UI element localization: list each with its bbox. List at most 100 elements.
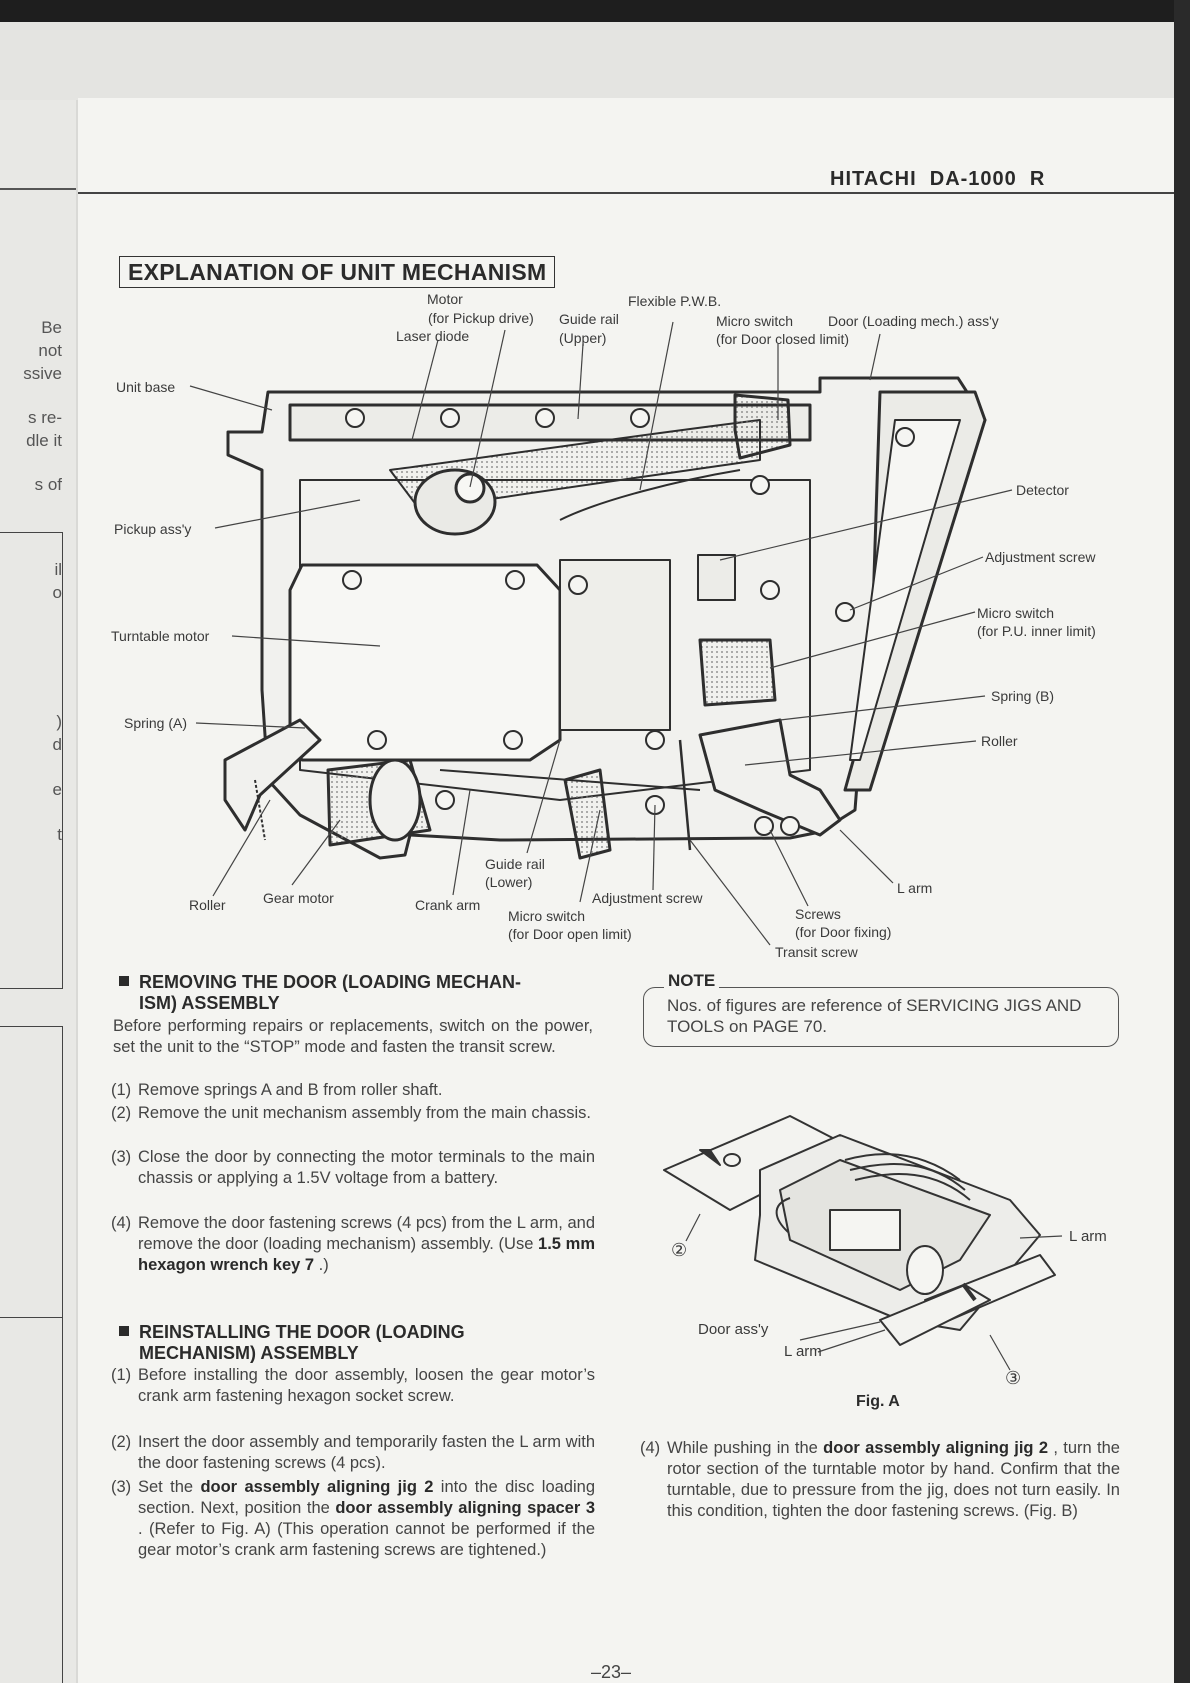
label-gear-motor: Gear motor: [263, 890, 334, 906]
prev-page-box: [0, 532, 63, 989]
step-number: (4): [111, 1214, 132, 1232]
page-header: HITACHI DA-1000 R: [830, 168, 1045, 191]
step-text-part: While pushing in the: [667, 1439, 824, 1457]
label-transit-screw: Transit screw: [775, 944, 858, 960]
step-number: (1): [111, 1366, 132, 1384]
label-adjustment-screw-bottom: Adjustment screw: [592, 890, 703, 906]
removing-heading-line2: ISM) ASSEMBLY: [139, 993, 280, 1013]
label-guide-rail-lower: Guide rail: [485, 856, 545, 872]
prev-page-text: s re-: [28, 408, 62, 427]
scanner-edge: [0, 0, 1190, 22]
model-name: DA-1000 R: [929, 168, 1046, 190]
label-micro-switch-door-open-sub: (for Door open limit): [508, 926, 632, 942]
label-micro-switch-pu-sub: (for P.U. inner limit): [977, 623, 1096, 639]
note-label: NOTE: [664, 971, 720, 991]
label-motor-sub: (for Pickup drive): [428, 310, 534, 326]
prev-page-text: s of: [34, 475, 62, 494]
label-adjustment-screw-right: Adjustment screw: [985, 549, 1096, 565]
step-text: Remove springs A and B from roller shaft…: [138, 1081, 443, 1099]
prev-page-text: ): [56, 712, 62, 731]
reinstalling-step-4: (4) While pushing in the door assembly a…: [640, 1438, 1120, 1522]
scanner-edge-right: [1174, 0, 1190, 1683]
step-text: Remove the door fastening screws (4 pcs)…: [138, 1213, 595, 1276]
prev-page-rule: [0, 188, 76, 190]
reinstalling-step: (3) Set the door assembly aligning jig 2…: [111, 1477, 595, 1561]
prev-page-text: Be: [41, 318, 62, 337]
label-screws-sub: (for Door fixing): [795, 924, 892, 940]
removing-step: (3) Close the door by connecting the mot…: [111, 1147, 595, 1189]
removing-step: (4) Remove the door fastening screws (4 …: [111, 1213, 595, 1276]
step-text-part: Remove the door fastening screws (4 pcs)…: [138, 1214, 596, 1253]
fig-a-caption: Fig. A: [856, 1393, 900, 1410]
reinstalling-heading-line1: REINSTALLING THE DOOR (LOADING: [139, 1322, 465, 1342]
note-box: [643, 987, 1119, 1047]
jig-reference: door assembly aligning jig 2: [823, 1439, 1049, 1457]
fig-a-label-l-arm-bottom: L arm: [784, 1343, 822, 1360]
label-spring-b: Spring (B): [991, 688, 1055, 704]
tool-reference: 1.5 mm hexagon wrench key 7: [138, 1235, 595, 1274]
note-text: Nos. of figures are reference of SERVICI…: [667, 996, 1082, 1036]
prev-page-box: [0, 1026, 63, 1318]
label-turntable-motor: Turntable motor: [111, 628, 210, 644]
label-micro-switch-door-open: Micro switch: [508, 908, 586, 924]
prev-page-text: dle it: [26, 431, 62, 450]
step-text-part: . (Refer to Fig. A) (This operation cann…: [138, 1520, 595, 1559]
label-screws: Screws: [795, 906, 841, 922]
step-number: (2): [111, 1433, 132, 1451]
label-roller-left: Roller: [189, 897, 226, 913]
section-title: EXPLANATION OF UNIT MECHANISM: [119, 256, 556, 288]
reinstalling-heading-line2: MECHANISM) ASSEMBLY: [139, 1343, 359, 1363]
manual-page: [78, 98, 1174, 1683]
step-text-part: into the disc loading section. Next, pos…: [138, 1478, 595, 1517]
label-micro-switch-door-closed: Micro switch: [716, 313, 794, 329]
jig-reference: door assembly aligning jig 2: [200, 1478, 434, 1496]
step-text: While pushing in the door assembly align…: [667, 1438, 1120, 1522]
removing-step: (1) Remove springs A and B from roller s…: [111, 1080, 595, 1101]
prev-page-text: e: [52, 780, 62, 799]
brand-name: HITACHI: [830, 168, 917, 190]
label-detector: Detector: [1016, 482, 1069, 498]
fig-a-label-door-assy: Door ass'y: [698, 1321, 769, 1338]
removing-heading-line1: REMOVING THE DOOR (LOADING MECHAN-: [139, 972, 521, 992]
removing-heading: REMOVING THE DOOR (LOADING MECHAN- ISM) …: [119, 972, 599, 1014]
page-number: –23–: [591, 1662, 632, 1682]
label-micro-switch-door-closed-sub: (for Door closed limit): [716, 331, 850, 347]
label-spring-a: Spring (A): [124, 715, 188, 731]
label-motor: Motor: [427, 291, 463, 307]
label-guide-rail-upper-sub: (Upper): [559, 330, 607, 346]
fig-a-circle-3: ③: [1005, 1368, 1022, 1388]
reinstalling-step: (2) Insert the door assembly and tempora…: [111, 1432, 595, 1474]
prev-page-text: d: [52, 735, 62, 754]
prev-page-text: il: [54, 560, 62, 579]
label-guide-rail-lower-sub: (Lower): [485, 874, 533, 890]
step-text: Before installing the door assembly, loo…: [138, 1366, 595, 1405]
prev-page-text: o: [52, 583, 62, 602]
label-micro-switch-pu: Micro switch: [977, 605, 1055, 621]
step-text-part: , turn the rotor section of the turntabl…: [667, 1439, 1120, 1520]
prev-page-text: not: [38, 341, 62, 360]
prev-page-text: t: [57, 825, 62, 844]
step-number: (1): [111, 1081, 132, 1099]
label-laser-diode: Laser diode: [396, 328, 470, 344]
label-l-arm: L arm: [897, 880, 933, 896]
step-text: Insert the door assembly and temporarily…: [138, 1433, 595, 1472]
label-flexible-pwb: Flexible P.W.B.: [628, 293, 722, 309]
step-text: Remove the unit mechanism assembly from …: [138, 1104, 592, 1122]
label-unit-base: Unit base: [116, 379, 176, 395]
label-guide-rail-upper: Guide rail: [559, 311, 619, 327]
fig-a-circle-2: ②: [671, 1240, 688, 1260]
label-roller-right: Roller: [981, 733, 1018, 749]
reinstalling-step: (1) Before installing the door assembly,…: [111, 1365, 595, 1407]
bullet-square: [119, 1326, 129, 1336]
scanner-margin: [0, 22, 1190, 100]
removing-step: (2) Remove the unit mechanism assembly f…: [111, 1103, 595, 1124]
label-crank-arm: Crank arm: [415, 897, 481, 913]
step-number: (3): [111, 1478, 132, 1496]
step-text: Close the door by connecting the motor t…: [138, 1148, 595, 1187]
removing-intro: Before performing repairs or replacement…: [113, 1017, 593, 1056]
step-text-part: .): [314, 1256, 329, 1274]
step-text-part: Set the: [138, 1478, 201, 1496]
